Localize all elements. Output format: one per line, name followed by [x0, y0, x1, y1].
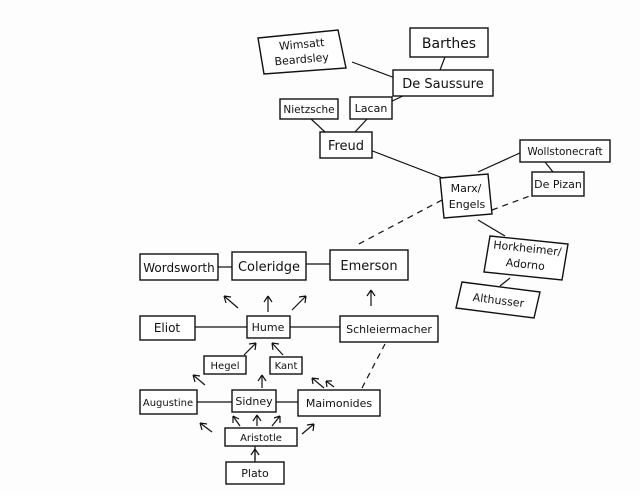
node-label: Plato	[241, 467, 269, 480]
node-label: Schleiermacher	[346, 323, 432, 336]
arrow-plato-aristotle	[250, 448, 260, 460]
node-kant: Kant	[269, 356, 303, 375]
edge-maimonides-schleiermacher	[361, 343, 386, 389]
node-freud: Freud	[319, 131, 373, 159]
node-label: Sidney	[235, 395, 273, 408]
edge-saussure-wimsatt	[351, 61, 396, 79]
edge-marx-emerson	[354, 199, 443, 247]
arrow-hegel-hume	[243, 342, 257, 356]
arrow-maimonides-hume	[311, 377, 325, 389]
arrow-sidney-kant	[257, 374, 267, 388]
node-label: Barthes	[422, 36, 476, 52]
node-coleridge: Coleridge	[231, 251, 307, 281]
arrow-maimonides-left	[325, 380, 335, 388]
edge-wollstonecraft-pizan	[544, 161, 554, 173]
edge-horkheimer-althusser	[499, 277, 511, 287]
node-augustine: Augustine	[139, 389, 198, 415]
edge-marx-wollstonecraft	[477, 151, 523, 173]
edge-lacan-freud	[354, 117, 369, 133]
edge-marx-horkheimer	[477, 219, 506, 237]
node-sidney: Sidney	[231, 389, 277, 413]
node-lacan: Lacan	[349, 96, 393, 120]
node-label: Marx/	[451, 182, 482, 195]
arrow-hume-wordsworth	[223, 295, 239, 309]
node-label: Hume	[252, 321, 285, 334]
node-label: Hegel	[211, 361, 240, 372]
arrows	[192, 289, 376, 460]
node-de-saussure: De Saussure	[392, 69, 494, 97]
node-label: Wollstonecraft	[527, 146, 602, 158]
node-label: Emerson	[340, 259, 397, 274]
arrow-hume-coleridge	[263, 295, 273, 312]
node-hegel: Hegel	[203, 355, 247, 375]
arrow-aristotle-maimonides	[301, 423, 315, 435]
node-schleiermacher: Schleiermacher	[339, 315, 439, 343]
node-aristotle: Aristotle	[224, 427, 298, 447]
node-label: Lacan	[355, 102, 388, 115]
node-label: De Saussure	[402, 77, 483, 92]
edges	[195, 56, 554, 462]
node-label: Eliot	[154, 321, 181, 335]
arrow-aristotle-sidney	[252, 414, 262, 426]
arrow-aristotle-augustine	[199, 422, 213, 433]
node-label: Beardsley	[274, 51, 330, 69]
arrow-kant-hume	[271, 342, 284, 356]
node-label: Kant	[275, 361, 298, 372]
node-label: Coleridge	[238, 260, 300, 275]
edge-marx-pizan	[491, 192, 539, 211]
arrow-aristotle-sidney-right	[271, 415, 281, 427]
node-emerson: Emerson	[329, 249, 409, 281]
arrow-hume-emerson	[291, 295, 307, 311]
node-barthes: Barthes	[409, 27, 489, 58]
node-hume: Hume	[246, 315, 291, 339]
edge-freud-marx	[369, 149, 449, 181]
node-marx-engels: Marx/ Engels	[439, 173, 493, 219]
node-label: De Pizan	[534, 178, 582, 191]
edge-nietzsche-freud	[309, 117, 326, 133]
node-plato: Plato	[225, 461, 285, 485]
node-wordsworth: Wordsworth	[139, 253, 219, 281]
arrow-aristotle-sidney-left	[232, 415, 241, 427]
node-label: Nietzsche	[283, 104, 334, 116]
node-eliot: Eliot	[139, 315, 196, 341]
node-label: Freud	[328, 139, 364, 154]
node-wimsatt-beardsley: Wimsatt Beardsley	[257, 29, 347, 75]
node-label: Wordsworth	[143, 261, 215, 275]
node-label: Maimonides	[306, 397, 373, 410]
node-label: Engels	[449, 198, 486, 211]
node-wollstonecraft: Wollstonecraft	[519, 139, 611, 163]
node-label: Adorno	[505, 256, 545, 273]
arrow-schleiermacher-emerson	[366, 289, 376, 306]
node-label: Aristotle	[240, 433, 282, 444]
arrow-sidney-augustine-up	[192, 374, 206, 386]
node-label: Althusser	[472, 291, 525, 310]
node-maimonides: Maimonides	[297, 389, 381, 417]
node-de-pizan: De Pizan	[531, 171, 585, 197]
node-nietzsche: Nietzsche	[279, 98, 339, 120]
edge-saussure-barthes	[439, 56, 446, 71]
node-althusser: Althusser	[455, 281, 541, 319]
node-label: Augustine	[143, 398, 193, 409]
node-label: Wimsatt	[278, 36, 325, 53]
node-horkheimer-adorno: Horkheimer/ Adorno	[483, 235, 569, 281]
